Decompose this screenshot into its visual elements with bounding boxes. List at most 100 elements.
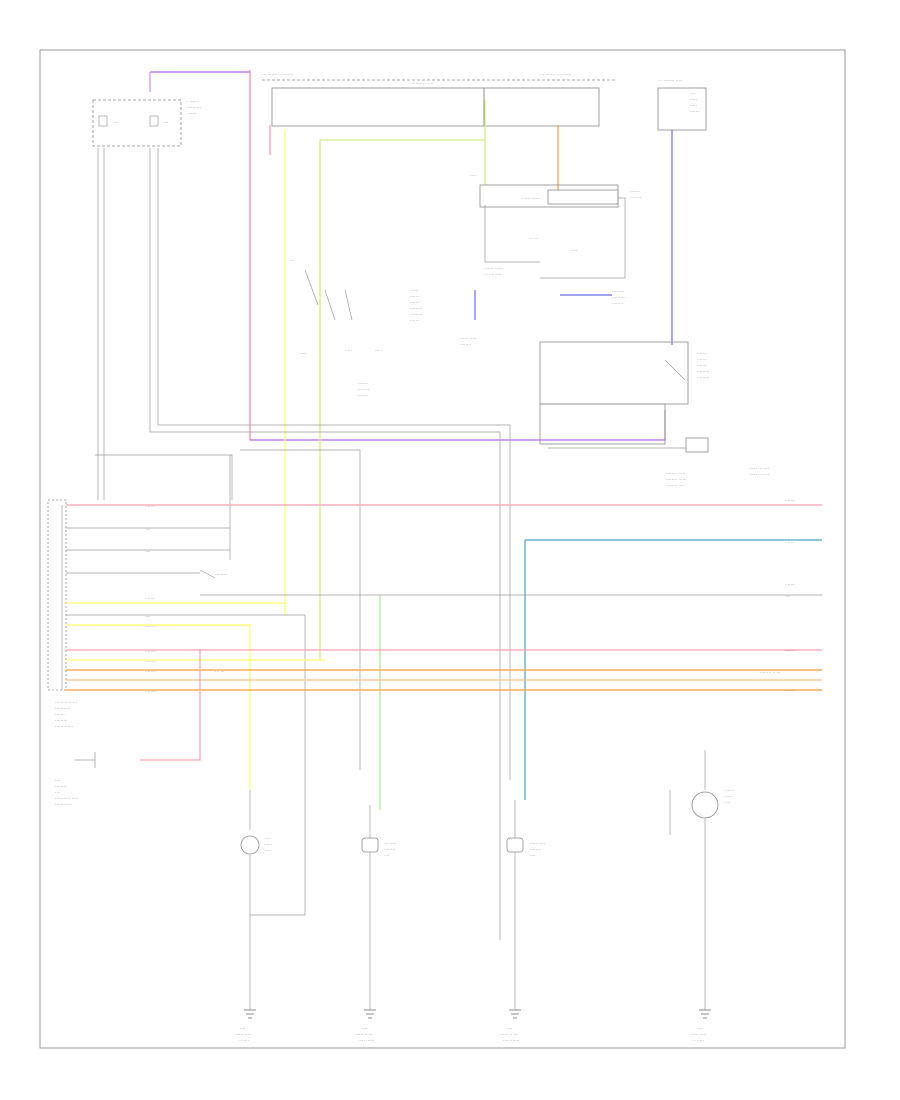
svg-text:······ ·····: ······ ····· xyxy=(235,1032,252,1037)
svg-text:·····: ····· xyxy=(470,173,477,178)
svg-text:·······: ······· xyxy=(55,712,65,717)
door-switches: ··· ······ ······· ······· ········· ···… xyxy=(290,258,423,398)
svg-text:·· ·····: ·· ····· xyxy=(693,1038,704,1043)
svg-text:············: ············ xyxy=(55,802,72,807)
svg-text:····: ···· xyxy=(145,549,151,554)
svg-text:·······: ······· xyxy=(410,294,420,299)
svg-text:··········: ·········· xyxy=(187,105,201,110)
svg-text:·······: ······· xyxy=(410,318,420,323)
svg-text:·········: ········· xyxy=(215,572,228,577)
svg-text:····: ···· xyxy=(163,120,169,125)
svg-text:·····: ····· xyxy=(690,97,697,102)
svg-text:········: ········ xyxy=(530,847,541,852)
svg-text:····: ···· xyxy=(785,594,791,599)
fuse-box-center: ··· ······· ·· ········ ··· ······· ·· ·… xyxy=(262,72,615,127)
fuse-box-left: · ······ ·········· ······· ···· ···· xyxy=(92,99,201,147)
svg-text:····: ···· xyxy=(697,1026,703,1031)
svg-text:····· ·····: ····· ····· xyxy=(530,841,545,846)
svg-text:·····: ····· xyxy=(570,248,577,253)
lower-left-switch: ···· ········ ···· ··········· ····· ···… xyxy=(55,752,96,807)
svg-text:········ ·· ···: ········ ·· ··· xyxy=(760,670,780,675)
switch-assembly-top: ······ ······ ······· ········ ····· ·· … xyxy=(470,173,641,279)
svg-text:·····: ····· xyxy=(375,348,382,353)
svg-text:····: ···· xyxy=(725,800,731,805)
svg-text:····: ···· xyxy=(507,1026,513,1031)
svg-text:··· ···: ··· ··· xyxy=(215,669,225,674)
svg-text:·······: ······· xyxy=(785,498,795,503)
svg-text:······ ····· ···: ······ ····· ··· xyxy=(55,700,77,705)
svg-text:········: ········ xyxy=(145,659,156,664)
svg-text:··········· ·····: ··········· ····· xyxy=(55,796,78,801)
diagram-frame xyxy=(39,49,846,1049)
svg-text:·······: ······· xyxy=(725,788,735,793)
svg-text:····: ···· xyxy=(145,527,151,532)
bus-labels: ······· ···· ···· ······· ···· ········ … xyxy=(145,498,795,694)
svg-text:····: ···· xyxy=(113,120,119,125)
ground-2: ···· ······ ·· ··· ····· ······ xyxy=(355,1009,376,1043)
svg-text:·············: ············· xyxy=(55,724,73,729)
relay-block: ······· ······· ······· ········· ······… xyxy=(460,289,710,445)
svg-text:·····: ····· xyxy=(264,836,271,841)
svg-text:·······: ······· xyxy=(697,351,707,356)
svg-text:········: ········ xyxy=(358,387,369,392)
lamp-3: ····· ····· ········ ···· xyxy=(506,800,545,1010)
svg-text:····: ···· xyxy=(362,1026,368,1031)
svg-text:········ ····: ········ ···· xyxy=(666,483,684,488)
svg-text:·········: ········· xyxy=(410,312,423,317)
svg-text:········: ········ xyxy=(145,624,156,629)
svg-text:·········: ········· xyxy=(697,369,710,374)
svg-text:········: ········ xyxy=(630,195,641,200)
lamp-2: ··· ····· ········ ···· xyxy=(361,805,396,1010)
svg-text:····: ···· xyxy=(55,778,61,783)
svg-text:·····: ····· xyxy=(725,794,732,799)
svg-text:·······: ······· xyxy=(785,688,795,693)
svg-text:···: ··· xyxy=(290,258,294,263)
svg-text:·······: ······· xyxy=(690,109,700,114)
svg-text:······ ·····: ······ ····· xyxy=(690,1032,707,1037)
svg-text:·······: ······· xyxy=(697,363,707,368)
svg-text:··· ·····: ··· ····· xyxy=(384,841,396,846)
svg-text:·······: ······· xyxy=(187,111,197,116)
svg-text:········: ········ xyxy=(384,847,395,852)
svg-text:· ······: · ······ xyxy=(187,99,198,104)
svg-text:····: ···· xyxy=(240,1026,246,1031)
svg-text:·······: ······· xyxy=(145,504,155,509)
svg-text:·····: ····· xyxy=(264,848,271,853)
door-switch-right: ······· ······ ········ ······ ········ … xyxy=(548,437,769,488)
svg-text:·····: ····· xyxy=(345,348,352,353)
svg-text:····: ···· xyxy=(384,853,390,858)
svg-text:·······: ······· xyxy=(785,540,795,545)
svg-text:····· ········: ····· ········ xyxy=(750,472,769,477)
svg-text:······ ······: ······ ······ xyxy=(485,266,503,271)
svg-text:······: ······ xyxy=(410,288,418,293)
svg-text:·······: ······· xyxy=(785,582,795,587)
svg-text:····: ···· xyxy=(145,614,151,619)
ground-1: ···· ······ ····· ·· ····· xyxy=(235,1009,256,1043)
svg-text:·· ·····: ·· ····· xyxy=(238,1038,249,1043)
svg-text:········: ········ xyxy=(55,784,66,789)
svg-text:·······: ······· xyxy=(630,189,640,194)
svg-text:········: ········ xyxy=(460,342,471,347)
svg-text:·········· ······: ·········· ······ xyxy=(410,81,433,86)
svg-text:·· ···: ·· ··· xyxy=(530,236,538,241)
svg-text:·······: ······· xyxy=(358,381,368,386)
svg-text:······ ·· ···: ······ ·· ··· xyxy=(355,1032,373,1037)
svg-text:········: ········ xyxy=(612,301,623,306)
svg-text:··········: ·········· xyxy=(612,295,626,300)
fuse-box-right: ··· ········ ····· ···· ····· ····· ····… xyxy=(657,78,707,131)
svg-text:····: ···· xyxy=(690,91,696,96)
svg-text:······ ·· ···: ······ ·· ··· xyxy=(500,1032,518,1037)
svg-text:·· ·········: ·· ········· xyxy=(485,272,502,277)
svg-text:········ ······: ········ ······ xyxy=(666,477,687,482)
svg-text:······· ······: ······· ······ xyxy=(666,471,685,476)
svg-text:········: ········ xyxy=(145,649,156,654)
svg-text:····· ··· ····: ····· ··· ···· xyxy=(750,466,769,471)
svg-text:······: ······ xyxy=(264,842,272,847)
svg-text:····· ······: ····· ······ xyxy=(358,1038,375,1043)
svg-text:··· ······· ·· ········: ··· ······· ·· ········ xyxy=(262,72,293,77)
module-connector-left: ······ ····· ··· ··········· ······· ···… xyxy=(47,499,77,729)
svg-text:······ ······: ······ ······ xyxy=(522,196,540,201)
svg-text:··· ······· ·· ········: ··· ······· ·· ········ xyxy=(540,72,571,77)
svg-text:··· ········ ·····: ··· ········ ····· xyxy=(658,78,683,83)
